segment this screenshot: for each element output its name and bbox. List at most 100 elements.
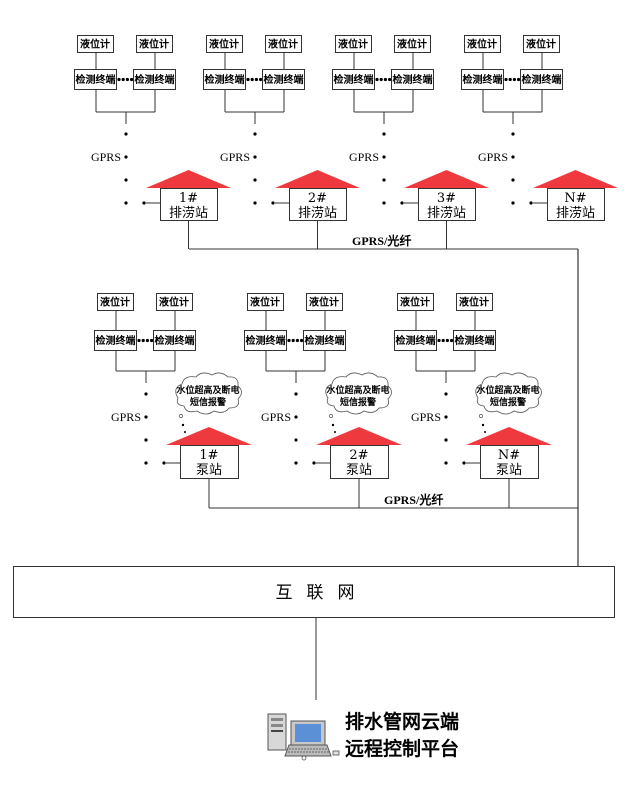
station-number: 2# (349, 448, 368, 463)
alert-text-line2: 短信报警 (190, 396, 226, 408)
signal-dot (253, 132, 257, 136)
signal-dot (295, 338, 299, 343)
signal-dot (162, 461, 166, 465)
detection-terminal: 检测终端 (394, 330, 437, 351)
signal-dot (379, 77, 383, 82)
level-meter: 液位计 (265, 35, 302, 53)
station: N#泵站 (466, 427, 552, 479)
detection-terminal: 检测终端 (133, 69, 176, 90)
detection-terminal-label: 检测终端 (155, 334, 195, 347)
signal-dot (375, 77, 379, 82)
signal-dot (382, 132, 386, 136)
signal-dot (271, 201, 275, 205)
signal-dot (444, 415, 448, 419)
station: 1#排涝站 (146, 170, 231, 221)
level-meter-label: 液位计 (397, 38, 427, 51)
station-roof (146, 170, 231, 188)
signal-dot (124, 132, 128, 136)
signal-dot (141, 338, 145, 343)
detection-terminal-label: 检测终端 (305, 334, 345, 347)
gprs-label: GPRS (261, 410, 291, 424)
signal-dot (259, 77, 263, 82)
station: 2#泵站 (316, 427, 402, 479)
signal-dot (137, 338, 141, 343)
station-name: 泵站 (346, 463, 372, 478)
detection-terminal: 检测终端 (244, 330, 287, 351)
signal-dot (445, 338, 449, 343)
alert-text-line1: 水位超高及断电 (176, 384, 239, 396)
station-body (330, 445, 389, 479)
signal-dot (462, 461, 466, 465)
signal-dot (144, 415, 148, 419)
station-roof (275, 170, 360, 188)
signal-dot (124, 178, 128, 182)
level-meter: 液位计 (456, 293, 493, 311)
level-meter-label: 液位计 (338, 38, 368, 51)
detection-terminal: 检测终端 (94, 330, 137, 351)
detection-terminal: 检测终端 (203, 69, 246, 90)
signal-dot (444, 461, 448, 465)
station-number: 3# (437, 191, 456, 206)
detection-terminal-label: 检测终端 (393, 73, 433, 86)
signal-dot (117, 77, 121, 82)
gprs-label: GPRS (478, 150, 508, 164)
station-name: 排涝站 (556, 205, 595, 221)
signal-dot (145, 338, 149, 343)
level-meter: 液位计 (335, 35, 372, 53)
detection-terminal: 检测终端 (262, 69, 305, 90)
level-meter: 液位计 (247, 293, 284, 311)
signal-dot (512, 77, 517, 82)
gprs-label: GPRS (349, 150, 379, 164)
station-body (418, 188, 476, 221)
detection-terminal: 检测终端 (391, 69, 434, 90)
signal-dot (511, 178, 515, 182)
level-meter: 液位计 (156, 293, 193, 311)
station-roof (404, 170, 489, 188)
detection-terminal-label: 检测终端 (205, 73, 245, 86)
detection-terminal-label: 检测终端 (455, 334, 495, 347)
signal-dot (508, 77, 512, 82)
detection-terminal: 检测终端 (303, 330, 346, 351)
detection-terminal-label: 检测终端 (264, 73, 304, 86)
signal-dot (144, 461, 148, 465)
detection-terminal: 检测终端 (453, 330, 496, 351)
detection-terminal-label: 检测终端 (246, 334, 286, 347)
signal-dot (291, 338, 295, 343)
detection-terminal-label: 检测终端 (463, 73, 503, 86)
signal-dot (294, 438, 298, 442)
signal-dot (144, 392, 148, 396)
gprs-label: GPRS (111, 410, 141, 424)
station-roof (166, 427, 252, 445)
station-roof (316, 427, 402, 445)
alert-text-line1: 水位超高及断电 (476, 384, 539, 396)
signal-dot (253, 178, 257, 182)
gprs-label: GPRS (91, 150, 121, 164)
signal-dot (250, 77, 254, 82)
detection-terminal-label: 检测终端 (522, 73, 562, 86)
detection-terminal: 检测终端 (520, 69, 563, 90)
signal-dot (254, 77, 258, 82)
computer-icon (267, 713, 340, 761)
bottom-bus: GPRS/光纤 (209, 492, 578, 509)
gprs-label: GPRS (220, 150, 250, 164)
signal-dot (144, 438, 148, 442)
signal-dot (312, 461, 316, 465)
signal-dot (382, 178, 386, 182)
station-roof (466, 427, 552, 445)
station-name: 泵站 (496, 463, 522, 478)
signal-dot (246, 77, 250, 82)
level-meter: 液位计 (523, 35, 560, 53)
detection-terminal-label: 检测终端 (334, 73, 374, 86)
level-meter: 液位计 (306, 293, 343, 311)
station-number: 2# (308, 191, 327, 206)
signal-dot (287, 338, 291, 343)
alert-text-line2: 短信报警 (490, 396, 526, 408)
top-bus-label: GPRS/光纤 (352, 233, 411, 248)
station-number: N# (498, 448, 520, 463)
bottom-bus-label: GPRS/光纤 (384, 492, 443, 507)
level-meter-label: 液位计 (80, 38, 110, 51)
